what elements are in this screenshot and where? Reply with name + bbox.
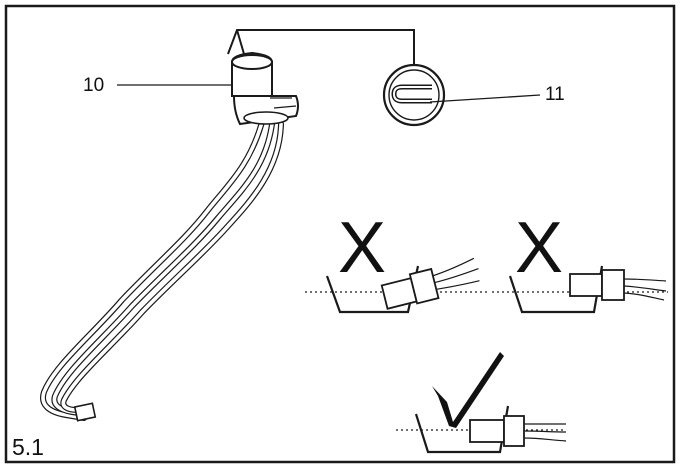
wrong-installation-1: X <box>305 208 488 314</box>
view-bracket <box>227 29 415 72</box>
check-mark-icon <box>432 352 504 428</box>
figure-frame <box>4 4 676 464</box>
figure-number: 5.1 <box>12 434 44 460</box>
connector-plug <box>73 402 97 422</box>
wrong-installation-2: X <box>492 208 668 314</box>
sensor-face-view <box>382 63 446 127</box>
cross-icon: X <box>515 208 563 288</box>
callout-leader-11 <box>429 94 541 103</box>
sensor-with-cable <box>40 51 299 422</box>
cross-icon: X <box>338 208 386 288</box>
correct-installation <box>396 352 567 454</box>
callout-label-10: 10 <box>83 75 104 96</box>
callout-label-11: 11 <box>545 84 565 105</box>
view-bracket-right-arm <box>236 29 245 55</box>
